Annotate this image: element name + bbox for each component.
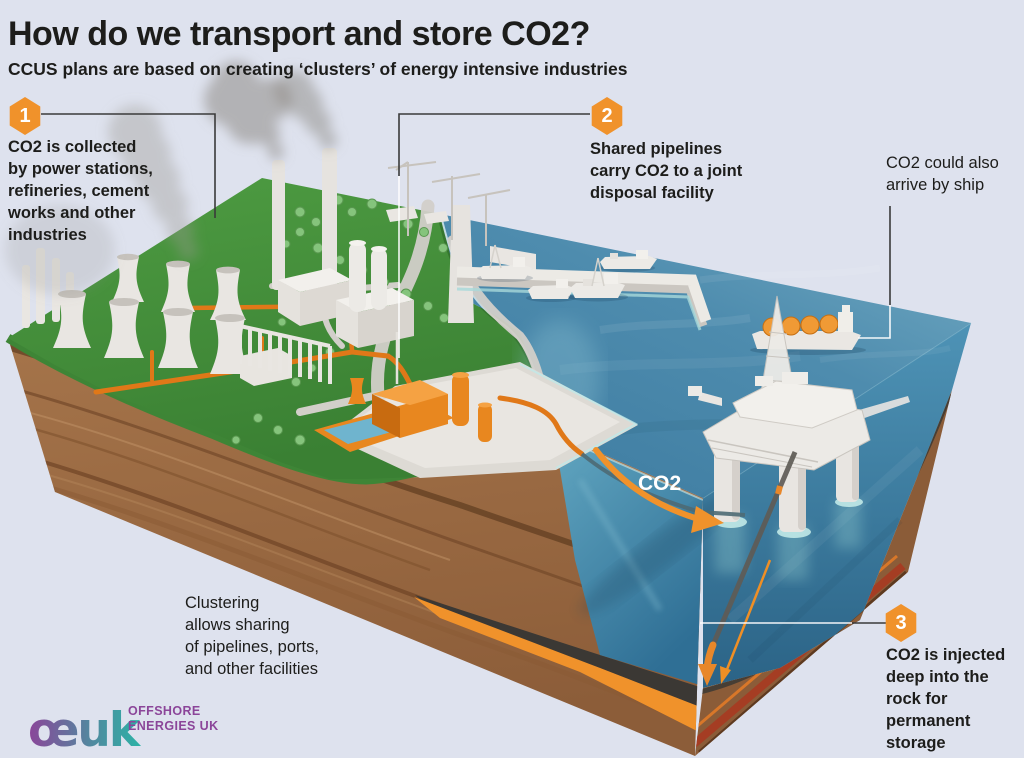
step-2-label: Shared pipelines carry CO2 to a joint di… [590,140,743,202]
chimneys [272,148,474,323]
step-3-number: 3 [895,611,907,634]
smoke-plume [5,61,337,295]
pipe-rack [238,324,332,384]
platform-deck [702,372,871,471]
page-subtitle: CCUS plans are based on creating ‘cluste… [8,59,628,79]
pipeline-to-sea [497,395,585,457]
step-2-number: 2 [601,104,613,127]
ship [568,257,628,302]
cooling-towers [53,253,250,374]
connector-step2 [398,113,590,176]
clustering-note: Clustering allows sharing of pipelines, … [185,594,319,678]
oeuk-logo: œuk OFFSHORE ENERGIES UK [28,703,219,758]
page-title: How do we transport and store CO2? [8,15,590,53]
logo-tagline-line2: ENERGIES UK [128,719,219,733]
caprock-layer [415,595,703,708]
ship [526,279,576,302]
ship-note: CO2 could also arrive by ship [886,154,999,194]
connector-step1 [41,113,216,218]
sea-co2-label: CO2 [638,472,681,495]
co2-flow-arrow [593,447,724,533]
co2-storage-layer [414,597,703,734]
ships [477,244,866,355]
construction-cranes [387,161,511,246]
logo-wordmark: œuk [28,703,142,758]
step-1-number: 1 [19,104,31,127]
step-3-label: CO2 is injected deep into the rock for p… [886,646,1006,752]
ship [599,250,657,272]
step-1-label: CO2 is collected by power stations, refi… [8,138,153,244]
logo-tagline-line1: OFFSHORE [128,704,201,718]
ship [477,244,533,282]
oil-platform [579,295,910,615]
disposal-facility [314,332,639,478]
connector-lines [41,113,891,624]
